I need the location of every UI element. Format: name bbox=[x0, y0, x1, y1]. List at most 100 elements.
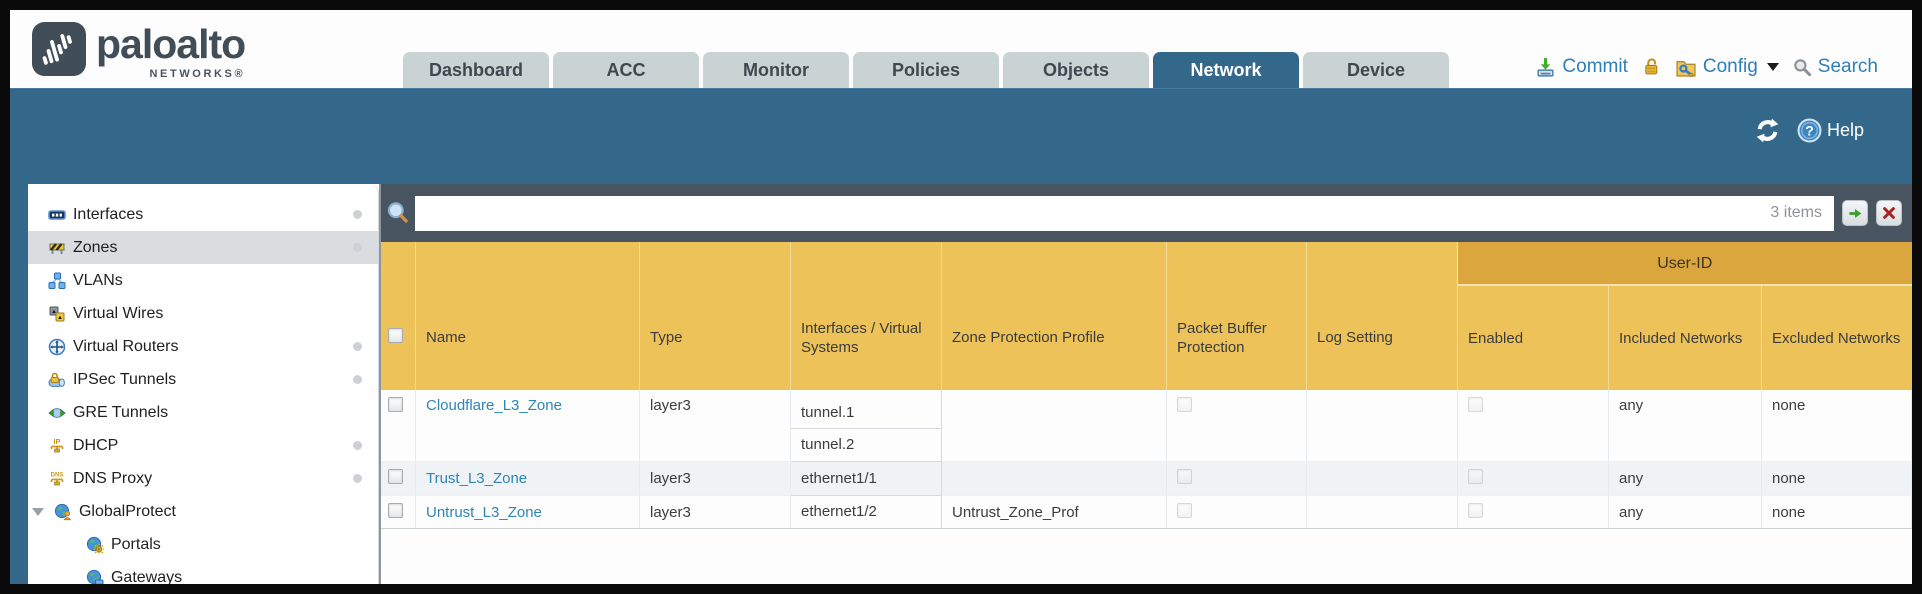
included-networks-cell: any bbox=[1608, 461, 1762, 496]
user-id-enabled-cell bbox=[1457, 461, 1609, 496]
excluded-networks-cell: none bbox=[1761, 495, 1912, 529]
zone-name-link[interactable]: Cloudflare_L3_Zone bbox=[425, 397, 562, 414]
col-header-interfaces[interactable]: Interfaces / Virtual Systems bbox=[789, 242, 942, 390]
commit-label: Commit bbox=[1562, 56, 1628, 77]
pbp-checkbox[interactable] bbox=[1176, 469, 1192, 484]
dhcp-icon: IP bbox=[48, 437, 66, 455]
sidebar-item-globalprotect[interactable]: GlobalProtect bbox=[28, 495, 379, 528]
table-row: Untrust_L3_Zone layer3 ethernet1/2 Untru… bbox=[381, 495, 1912, 529]
sidebar-item-portals[interactable]: Portals bbox=[28, 528, 379, 561]
content-area: Interfaces Zones VLANs bbox=[10, 184, 1912, 584]
sidebar-item-label: DNS Proxy bbox=[72, 469, 153, 487]
tab-monitor[interactable]: Monitor bbox=[703, 52, 849, 88]
filter-bar: 3 items bbox=[381, 184, 1912, 242]
packet-buffer-protection-cell bbox=[1166, 461, 1307, 496]
paloalto-logo-icon bbox=[32, 22, 86, 76]
select-all-header bbox=[381, 242, 416, 390]
filter-input[interactable] bbox=[415, 195, 1834, 231]
tab-objects[interactable]: Objects bbox=[1003, 52, 1149, 88]
tab-network[interactable]: Network bbox=[1153, 52, 1299, 88]
row-checkbox[interactable] bbox=[388, 469, 404, 484]
zone-name-link[interactable]: Trust_L3_Zone bbox=[425, 470, 528, 487]
refresh-icon[interactable] bbox=[1754, 117, 1781, 144]
enabled-checkbox[interactable] bbox=[1467, 397, 1483, 412]
sidebar-item-gateways[interactable]: Gateways bbox=[28, 561, 379, 584]
col-header-type[interactable]: Type bbox=[638, 242, 791, 390]
sidebar: Interfaces Zones VLANs bbox=[27, 184, 380, 584]
zone-name-cell: Untrust_L3_Zone bbox=[415, 495, 640, 529]
sidebar-item-label: Portals bbox=[110, 535, 161, 553]
config-icon bbox=[1676, 60, 1696, 77]
interface-entry: ethernet1/1 bbox=[800, 470, 877, 487]
sidebar-item-dhcp[interactable]: IP DHCP bbox=[28, 429, 379, 462]
filter-input-wrap: 3 items bbox=[415, 195, 1834, 231]
zones-icon bbox=[48, 239, 66, 257]
tab-device[interactable]: Device bbox=[1303, 52, 1449, 88]
zone-name-cell: Cloudflare_L3_Zone bbox=[415, 390, 640, 462]
pbp-checkbox[interactable] bbox=[1176, 502, 1192, 518]
apply-filter-button[interactable] bbox=[1842, 200, 1868, 226]
sidebar-item-zones[interactable]: Zones bbox=[27, 231, 379, 264]
included-networks-cell: any bbox=[1608, 495, 1762, 529]
portals-icon bbox=[86, 536, 104, 554]
commit-button[interactable]: Commit bbox=[1535, 56, 1628, 78]
clear-filter-button[interactable] bbox=[1876, 200, 1902, 226]
sidebar-item-label: Virtual Wires bbox=[72, 304, 164, 322]
log-setting-cell bbox=[1306, 390, 1458, 462]
col-header-packet-buffer-protection[interactable]: Packet Buffer Protection bbox=[1165, 242, 1307, 390]
sidebar-item-dns-proxy[interactable]: DNS DNS Proxy bbox=[28, 462, 379, 495]
config-menu-button[interactable]: Config bbox=[1675, 56, 1779, 78]
sidebar-item-virtual-routers[interactable]: Virtual Routers bbox=[28, 330, 379, 363]
sidebar-item-ipsec-tunnels[interactable]: IPSec Tunnels bbox=[28, 363, 379, 396]
gateways-icon bbox=[86, 569, 104, 584]
col-header-zone-protection-profile[interactable]: Zone Protection Profile bbox=[940, 242, 1167, 390]
vlans-icon bbox=[48, 272, 66, 290]
brand-logo: paloalto NETWORKS® bbox=[32, 22, 246, 80]
enabled-checkbox[interactable] bbox=[1467, 469, 1483, 484]
enabled-checkbox[interactable] bbox=[1467, 502, 1483, 518]
gre-tunnels-icon bbox=[48, 404, 66, 422]
tab-acc[interactable]: ACC bbox=[553, 52, 699, 88]
col-header-log-setting[interactable]: Log Setting bbox=[1305, 242, 1458, 390]
zone-type-cell: layer3 bbox=[639, 390, 791, 462]
zones-table: Name Type Interfaces / Virtual Systems Z… bbox=[381, 242, 1912, 529]
search-button[interactable]: Search bbox=[1793, 56, 1878, 78]
row-checkbox[interactable] bbox=[388, 397, 404, 412]
ipsec-tunnels-icon bbox=[48, 371, 66, 389]
sidebar-item-virtual-wires[interactable]: Virtual Wires bbox=[28, 297, 379, 330]
sidebar-item-label: DHCP bbox=[72, 436, 119, 454]
col-header-excluded-networks[interactable]: Excluded Networks bbox=[1760, 285, 1912, 390]
lock-icon[interactable] bbox=[1642, 57, 1661, 77]
sidebar-item-label: Virtual Routers bbox=[72, 337, 179, 355]
sidebar-item-interfaces[interactable]: Interfaces bbox=[28, 198, 379, 231]
sidebar-item-vlans[interactable]: VLANs bbox=[28, 264, 379, 297]
status-dot bbox=[353, 474, 363, 483]
packet-buffer-protection-cell bbox=[1166, 390, 1307, 462]
select-all-checkbox[interactable] bbox=[388, 327, 404, 343]
tab-policies[interactable]: Policies bbox=[853, 52, 999, 88]
sidebar-item-gre-tunnels[interactable]: GRE Tunnels bbox=[28, 396, 379, 429]
log-setting-cell bbox=[1306, 461, 1458, 496]
brand-subtitle: NETWORKS® bbox=[149, 68, 246, 80]
sidebar-item-label: GRE Tunnels bbox=[72, 403, 169, 421]
tab-dashboard[interactable]: Dashboard bbox=[403, 52, 549, 88]
col-header-included-networks[interactable]: Included Networks bbox=[1607, 285, 1762, 390]
help-button[interactable]: ? Help bbox=[1797, 118, 1864, 143]
col-group-user-id: User-ID bbox=[1456, 242, 1912, 286]
status-dot bbox=[353, 375, 363, 384]
table-row: Cloudflare_L3_Zone layer3 tunnel.1 tunne… bbox=[381, 390, 1912, 462]
dns-proxy-icon: DNS bbox=[48, 470, 66, 488]
expand-arrow-icon[interactable] bbox=[31, 507, 44, 516]
search-icon bbox=[1794, 58, 1811, 76]
zone-name-link[interactable]: Untrust_L3_Zone bbox=[425, 503, 542, 521]
col-header-enabled[interactable]: Enabled bbox=[1456, 285, 1609, 390]
zone-interfaces-cell: tunnel.1 tunnel.2 bbox=[789, 390, 942, 462]
row-checkbox[interactable] bbox=[388, 502, 404, 518]
items-count: 3 items bbox=[1770, 204, 1822, 221]
pbp-checkbox[interactable] bbox=[1176, 397, 1192, 412]
sidebar-item-label: GlobalProtect bbox=[78, 502, 176, 520]
left-margin-strip bbox=[10, 184, 28, 584]
svg-text:DNS: DNS bbox=[51, 472, 64, 478]
col-header-name[interactable]: Name bbox=[414, 242, 640, 390]
